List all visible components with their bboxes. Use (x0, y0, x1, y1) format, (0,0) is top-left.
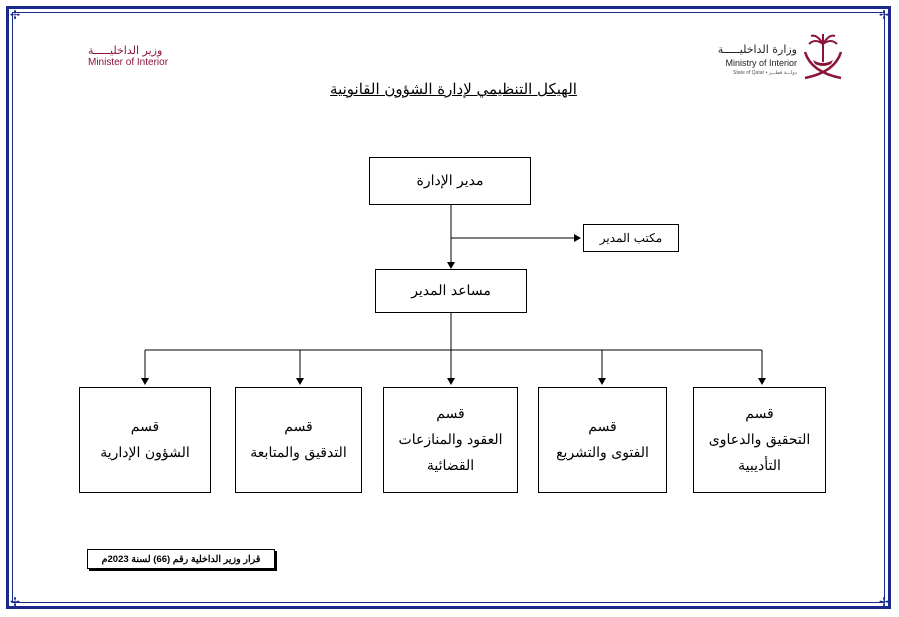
assistant-director-label: مساعد المدير (411, 283, 491, 299)
ministry-name-arabic: وزارة الداخليـــــة (717, 43, 797, 56)
ministry-logo: وزارة الداخليـــــة Ministry of Interior… (695, 32, 845, 82)
section-5-label-prefix: قسم (745, 406, 774, 422)
section-5-label-name-cont: التأديبية (738, 458, 781, 474)
director-box: مدير الإدارة (369, 157, 531, 205)
section-box-fatwa-legislation: قسم الفتوى والتشريع (538, 387, 667, 493)
section-4-label-prefix: قسم (588, 419, 617, 435)
section-1-label-prefix: قسم (130, 419, 160, 435)
qatar-emblem-icon (803, 34, 843, 80)
page-border-outer (6, 6, 891, 609)
section-box-investigation-disciplinary: قسم التحقيق والدعاوى التأديبية (693, 387, 826, 493)
assistant-director-box: مساعد المدير (375, 269, 527, 313)
decree-reference-text: قرار وزير الداخلية رقم (66) لسنة 2023م (101, 553, 261, 565)
corner-ornament-bottom-left: ✢ (9, 595, 21, 609)
minister-heading: وزير الداخليـــــة Minister of Interior (88, 44, 168, 68)
page-border-inner (12, 12, 885, 603)
minister-title-arabic: وزير الداخليـــــة (88, 44, 163, 57)
section-5-label-name: التحقيق والدعاوى (708, 432, 811, 448)
section-2-label-name: التدقيق والمتابعة (250, 445, 347, 461)
minister-title-english: Minister of Interior (88, 57, 169, 68)
section-2-label-prefix: قسم (284, 419, 313, 435)
section-3-label-name: العقود والمنازعات (398, 432, 503, 448)
section-box-contracts-disputes: قسم العقود والمنازعات القضائية (383, 387, 518, 493)
decree-reference-box: قرار وزير الداخلية رقم (66) لسنة 2023م (87, 549, 275, 569)
section-box-administrative-affairs: قسم الشؤون الإدارية (79, 387, 211, 493)
page-title-text: الهيكل التنظيمي لإدارة الشؤون القانونية (330, 80, 577, 98)
director-label: مدير الإدارة (416, 173, 484, 189)
section-1-label-name: الشؤون الإدارية (100, 445, 190, 461)
section-3-label-name-cont: القضائية (426, 458, 475, 474)
corner-ornament-bottom-right: ✢ (878, 595, 890, 609)
section-4-label-name: الفتوى والتشريع (556, 445, 649, 461)
section-3-label-prefix: قسم (436, 406, 465, 422)
director-office-label: مكتب المدير (599, 231, 663, 245)
ministry-name-english: Ministry of Interior (725, 58, 797, 68)
page-title: الهيكل التنظيمي لإدارة الشؤون القانونية (0, 79, 899, 98)
section-box-audit-followup: قسم التدقيق والمتابعة (235, 387, 362, 493)
corner-ornament-top-left: ✢ (9, 8, 21, 22)
state-of-qatar-label: State of Qatar • دولـــة قطـــر (733, 70, 797, 76)
director-office-box: مكتب المدير (583, 224, 679, 252)
corner-ornament-top-right: ✢ (878, 8, 890, 22)
